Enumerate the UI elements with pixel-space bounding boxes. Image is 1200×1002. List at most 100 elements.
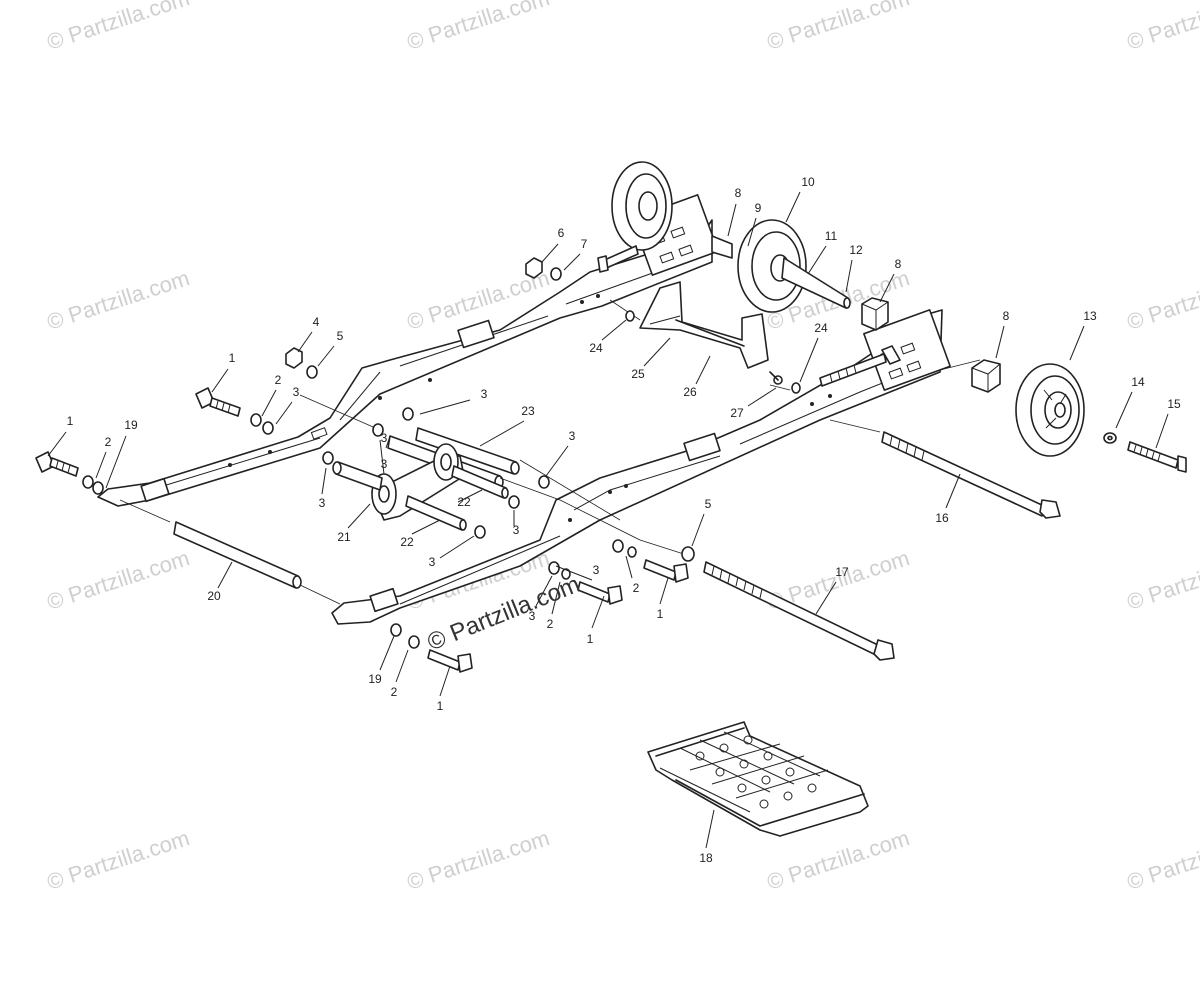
callout-label-3: 3 [293, 385, 300, 399]
callout-label-5: 5 [705, 497, 712, 511]
callout-label-2: 2 [275, 373, 282, 387]
callout-leader-6 [541, 243, 559, 263]
callout-leader-3 [321, 467, 327, 495]
callout-label-2: 2 [391, 685, 398, 699]
callout-label-20: 20 [207, 589, 221, 603]
watermark-text: © Partzilla.com [1124, 825, 1200, 895]
callout-label-3: 3 [381, 431, 388, 445]
callout-leader-2 [261, 389, 277, 417]
callout-label-8: 8 [895, 257, 902, 271]
callout-leader-8 [727, 203, 737, 237]
callout-label-14: 14 [1131, 375, 1145, 389]
callout-leader-23 [479, 420, 525, 447]
callout-leader-3 [419, 399, 471, 415]
callout-leader-20 [217, 561, 233, 589]
callout-label-4: 4 [313, 315, 320, 329]
callout-label-3: 3 [593, 563, 600, 577]
callout-leader-18 [705, 809, 715, 849]
watermark-text: © Partzilla.com [404, 0, 553, 55]
callout-leader-12 [845, 259, 853, 293]
callout-leaders [47, 191, 1169, 849]
callout-label-12: 12 [849, 243, 863, 257]
callout-leader-3 [275, 401, 293, 425]
watermark-text: © Partzilla.com [764, 825, 913, 895]
rear-axle-bracket [639, 281, 783, 385]
callout-leader-1 [659, 577, 669, 605]
hardware [35, 245, 801, 673]
callout-leader-13 [1069, 325, 1085, 361]
watermark-text: © Partzilla.com [44, 825, 193, 895]
callout-label-10: 10 [801, 175, 815, 189]
watermark-text: © Partzilla.com [44, 0, 193, 55]
callout-label-3: 3 [569, 429, 576, 443]
callout-label-25: 25 [631, 367, 645, 381]
watermark-text: © Partzilla.com [1124, 265, 1200, 335]
callout-leader-14 [1115, 391, 1133, 429]
watermark-text: © Partzilla.com [404, 825, 553, 895]
callout-label-1: 1 [587, 632, 594, 646]
watermark-text: © Partzilla.com [44, 265, 193, 335]
callout-label-15: 15 [1167, 397, 1181, 411]
callout-label-27: 27 [730, 406, 744, 420]
callout-leader-2 [395, 649, 409, 683]
callout-label-2: 2 [633, 581, 640, 595]
callout-leader-3 [379, 439, 385, 475]
callout-leader-2 [95, 451, 107, 479]
callout-leader-4 [297, 331, 313, 353]
callout-leader-10 [785, 191, 801, 223]
track-section [647, 721, 869, 837]
callout-leader-1 [211, 368, 229, 393]
callout-leader-8 [995, 325, 1005, 359]
callout-label-3: 3 [381, 457, 388, 471]
callout-leader-25 [643, 337, 671, 367]
callout-leader-19 [105, 435, 127, 489]
watermark-text: © Partzilla.com [44, 545, 193, 615]
watermark-text: © Partzilla.com [764, 0, 913, 55]
callout-label-5: 5 [337, 329, 344, 343]
callout-leader-16 [945, 473, 961, 509]
callout-label-19: 19 [368, 672, 382, 686]
callout-label-1: 1 [657, 607, 664, 621]
callout-leader-2 [625, 555, 633, 579]
callout-label-3: 3 [429, 555, 436, 569]
callout-leader-22 [457, 489, 483, 503]
callout-label-26: 26 [683, 385, 697, 399]
long-bolts [703, 345, 1061, 661]
callout-leader-22 [411, 519, 441, 535]
cross-shafts [173, 427, 520, 589]
callout-label-2: 2 [105, 435, 112, 449]
callout-label-6: 6 [558, 226, 565, 240]
callout-label-7: 7 [581, 237, 588, 251]
callout-label-3: 3 [481, 387, 488, 401]
callout-leader-3 [545, 445, 569, 477]
callout-leader-24 [601, 319, 627, 341]
watermark-text: © Partzilla.com [1124, 545, 1200, 615]
rail-front [331, 309, 951, 625]
assembly-lines [119, 299, 981, 605]
watermark-text: © Partzilla.com [1124, 0, 1200, 55]
callout-label-3: 3 [319, 496, 326, 510]
front-idler-wheel [971, 359, 1187, 473]
callout-label-24: 24 [589, 341, 603, 355]
callout-leader-1 [591, 595, 605, 629]
callout-label-11: 11 [825, 229, 838, 243]
callout-label-3: 3 [513, 523, 520, 537]
callout-leader-9 [747, 217, 757, 247]
callout-label-17: 17 [835, 565, 849, 579]
rail-back [97, 194, 719, 507]
callout-label-24: 24 [814, 321, 828, 335]
callout-leader-11 [807, 245, 827, 275]
callout-label-16: 16 [935, 511, 949, 525]
callout-leader-19 [379, 635, 395, 671]
callout-label-1: 1 [437, 699, 444, 713]
callout-label-18: 18 [699, 851, 713, 865]
callout-leader-21 [347, 503, 371, 529]
callout-label-23: 23 [521, 404, 535, 418]
callout-leader-24 [799, 337, 819, 383]
callout-leader-17 [815, 581, 837, 615]
callout-label-19: 19 [124, 418, 138, 432]
callout-label-9: 9 [755, 201, 762, 215]
callout-label-13: 13 [1083, 309, 1097, 323]
